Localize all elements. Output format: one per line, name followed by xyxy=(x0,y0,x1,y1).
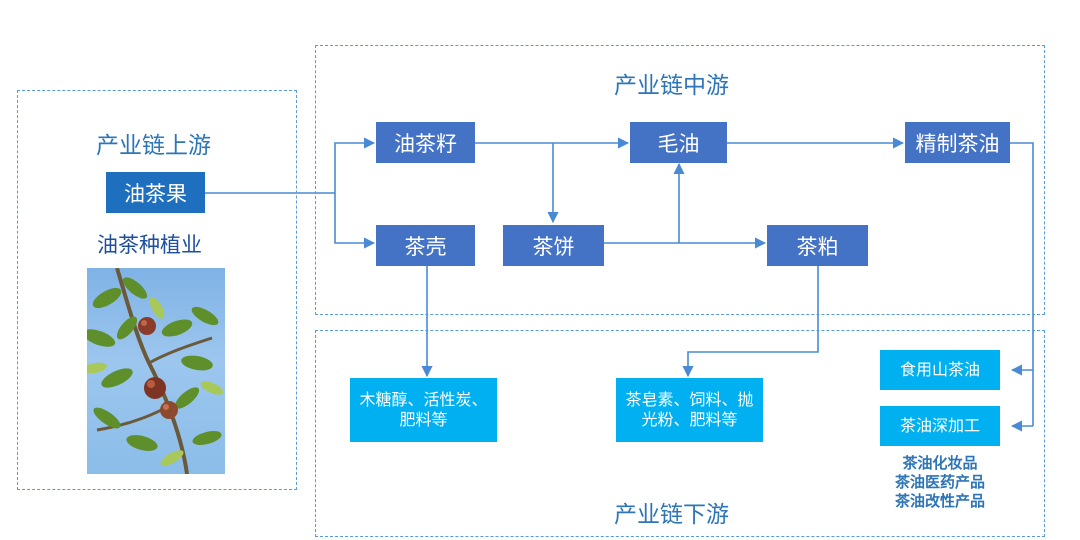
node-tea-meal: 茶粕 xyxy=(767,225,868,266)
upstream-title: 产业链上游 xyxy=(96,133,211,159)
deep-processing-items: 茶油化妆品 茶油医药产品 茶油改性产品 xyxy=(880,454,1000,511)
node-crude-oil: 毛油 xyxy=(630,122,727,163)
camellia-branch-illustration xyxy=(87,268,224,474)
downstream-region xyxy=(315,330,1045,537)
deep-item-cosmetics: 茶油化妆品 xyxy=(902,454,978,472)
node-camellia-fruit: 油茶果 xyxy=(106,172,205,213)
downstream-title: 产业链下游 xyxy=(614,502,729,528)
link-split-to-seed xyxy=(334,137,376,193)
node-tea-shell: 茶壳 xyxy=(376,225,475,266)
node-camellia-seed: 油茶籽 xyxy=(376,122,475,163)
deep-item-modified: 茶油改性产品 xyxy=(894,492,985,510)
midstream-region xyxy=(315,45,1045,315)
link-meal-to-products xyxy=(682,266,819,378)
link-refined-down xyxy=(1010,142,1034,426)
shell-products-box: 木糖醇、活性炭、肥料等 xyxy=(350,378,497,442)
node-tea-cake: 茶饼 xyxy=(503,225,604,266)
meal-products-box: 茶皂素、饲料、抛光粉、肥料等 xyxy=(616,378,763,442)
link-split-to-shell xyxy=(334,193,376,249)
deep-item-medicine: 茶油医药产品 xyxy=(894,473,985,491)
midstream-title: 产业链中游 xyxy=(614,73,729,99)
upstream-region xyxy=(17,90,297,490)
node-refined-oil: 精制茶油 xyxy=(905,122,1010,163)
camellia-photo xyxy=(87,268,225,474)
deep-processing-box: 茶油深加工 xyxy=(880,406,1000,446)
planting-label: 油茶种植业 xyxy=(97,233,202,257)
edible-oil-box: 食用山茶油 xyxy=(880,350,1000,390)
